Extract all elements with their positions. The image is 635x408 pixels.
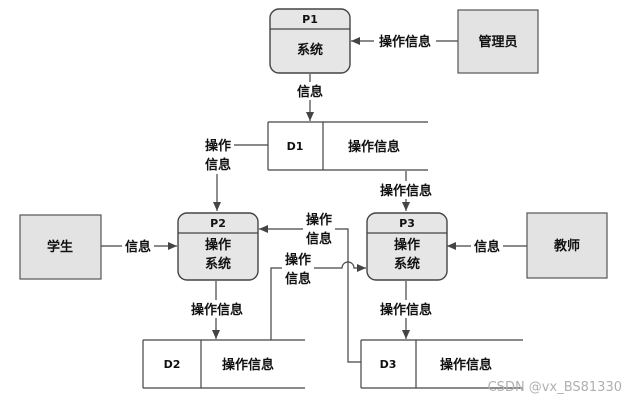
- flow-label-student-to-p2: 信息: [125, 239, 151, 255]
- flow-label-p2-to-d2: 操作信息: [191, 302, 243, 318]
- store-d1-id: D1: [287, 140, 304, 153]
- entity-admin-label: 管理员: [478, 34, 517, 50]
- store-d1-label: 操作信息: [348, 139, 400, 155]
- process-p2[interactable]: P2 操作 系统: [177, 212, 259, 281]
- store-d2-label: 操作信息: [222, 357, 274, 373]
- process-p2-name-line1: 操作: [205, 237, 231, 253]
- process-p1-id: P1: [302, 13, 318, 26]
- store-d1[interactable]: D1 操作信息: [267, 121, 428, 171]
- store-d3-id: D3: [380, 358, 397, 371]
- flow-label-p1-to-d1: 信息: [297, 84, 323, 100]
- entity-student-label: 学生: [47, 239, 73, 255]
- flow-label-p3-to-d3: 操作信息: [380, 302, 432, 318]
- process-p3-name-line1: 操作: [394, 237, 420, 253]
- entity-teacher[interactable]: 教师: [526, 212, 608, 279]
- watermark-text: CSDN @vx_BS81330: [488, 380, 622, 395]
- flow-label-admin-to-p1: 操作信息: [379, 34, 431, 50]
- process-p3[interactable]: P3 操作 系统: [366, 212, 448, 281]
- flow-label-d1-to-p3: 操作信息: [380, 183, 432, 199]
- flow-label-d3-to-p2-line2: 信息: [306, 231, 332, 247]
- store-d3-label: 操作信息: [440, 357, 492, 373]
- process-p1[interactable]: P1 系统: [269, 8, 351, 74]
- process-p2-id: P2: [210, 217, 226, 230]
- entity-teacher-label: 教师: [553, 238, 580, 254]
- flow-d2-to-p3: [270, 261, 366, 341]
- flow-label-d1-to-p2-line1: 操作: [205, 138, 231, 154]
- entity-student[interactable]: 学生: [19, 214, 102, 280]
- process-p2-name-line2: 系统: [205, 256, 231, 272]
- flow-label-d3-to-p2-line1: 操作: [306, 212, 332, 228]
- store-d2-id: D2: [164, 358, 181, 371]
- store-d2[interactable]: D2 操作信息: [142, 339, 305, 389]
- flow-label-d1-to-p2-line2: 信息: [205, 157, 231, 173]
- process-p3-id: P3: [399, 217, 415, 230]
- process-p3-name-line2: 系统: [394, 256, 420, 272]
- entity-admin[interactable]: 管理员: [457, 9, 539, 74]
- flow-label-d2-to-p3-line2: 信息: [285, 271, 311, 287]
- process-p1-name: 系统: [297, 42, 323, 58]
- store-d3[interactable]: D3 操作信息: [360, 339, 523, 389]
- flow-label-d2-to-p3-line1: 操作: [285, 252, 311, 268]
- flow-label-teacher-to-p3: 信息: [474, 239, 500, 255]
